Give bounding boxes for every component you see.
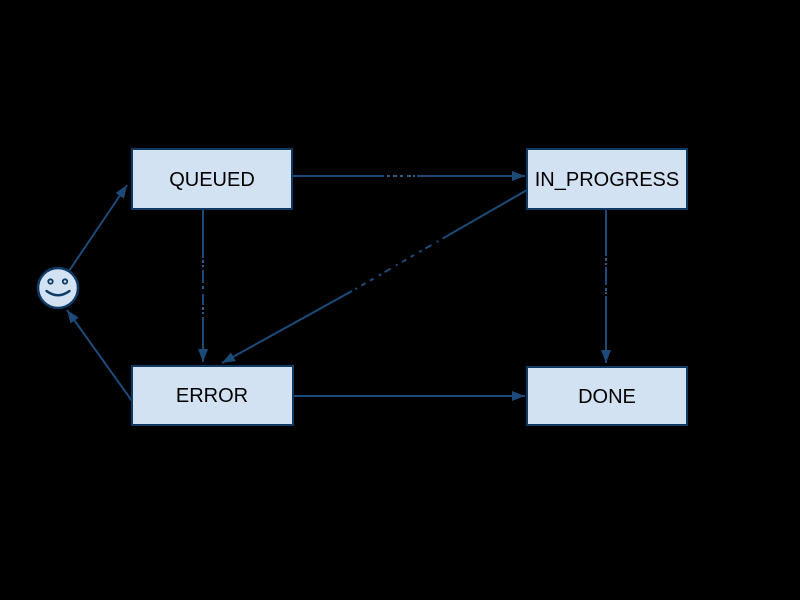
state-node-error: ERROR [131, 365, 294, 426]
obscured-edge-labels [196, 169, 613, 317]
edge-error-to-start [66, 309, 133, 402]
nodes: QUEUED IN_PROGRESS ERROR DONE [36, 148, 688, 426]
edge-label-gap [599, 256, 613, 267]
edge-inprogress-to-error-label-gap [351, 235, 448, 292]
state-box [526, 366, 688, 426]
initial-state-smiley-icon [36, 266, 80, 310]
state-label-done: DONE [578, 386, 636, 408]
edge-start-to-queued [68, 184, 128, 272]
edge-inprogress-to-error-lower [221, 290, 353, 364]
state-label-in-progress: IN_PROGRESS [535, 169, 679, 191]
edge-label-gap [196, 258, 210, 270]
smiley-head [36, 266, 80, 310]
smiley-eye-right [61, 278, 69, 285]
state-label-queued: QUEUED [169, 169, 255, 191]
state-box [131, 148, 293, 210]
state-node-done: DONE [526, 366, 688, 426]
state-box [131, 365, 294, 426]
state-node-in-progress: IN_PROGRESS [526, 148, 688, 210]
state-box [526, 148, 688, 210]
edge-label-gap [196, 305, 210, 317]
edges [66, 171, 611, 402]
smiley-eye-left [47, 278, 54, 285]
smiley-mouth [45, 289, 71, 297]
state-label-error: ERROR [176, 385, 248, 407]
edge-inprogress-to-error-upper [446, 189, 528, 237]
state-node-queued: QUEUED [131, 148, 293, 210]
